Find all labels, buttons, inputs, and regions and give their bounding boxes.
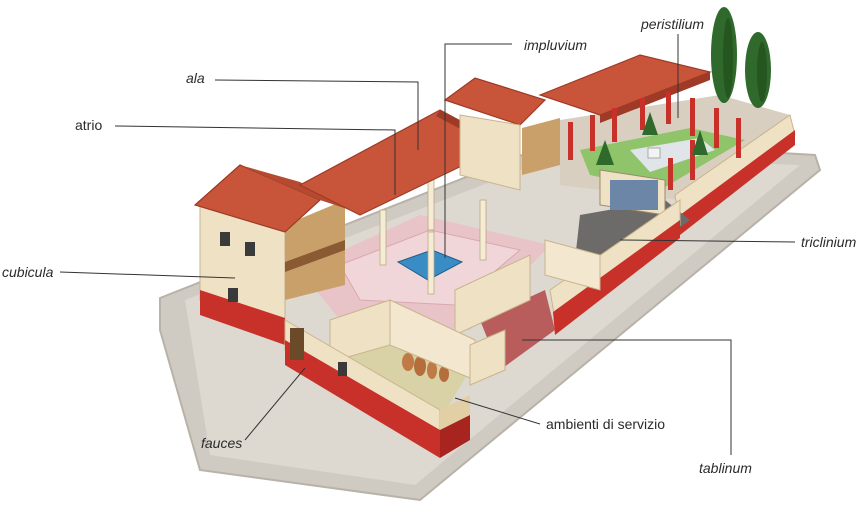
portico-col-1 <box>568 122 573 160</box>
portico-col-7 <box>714 108 719 148</box>
entrance-door <box>290 328 304 360</box>
portico-col-8 <box>736 118 741 158</box>
portico-col-10 <box>668 158 673 190</box>
column-1 <box>380 210 386 265</box>
amphora-1 <box>402 353 414 371</box>
portico-col-9 <box>690 140 695 180</box>
window-2 <box>245 242 255 256</box>
label-fauces: fauces <box>201 436 242 450</box>
column-2 <box>428 232 434 294</box>
column-3 <box>480 200 486 260</box>
portico-col-6 <box>690 98 695 136</box>
label-impluvium: impluvium <box>524 38 587 52</box>
label-triclinium: triclinium <box>801 235 856 249</box>
portico-col-2 <box>590 115 595 151</box>
small-window <box>338 362 347 376</box>
portico-col-4 <box>640 98 645 130</box>
label-ambienti-di-servizio: ambienti di servizio <box>546 417 665 431</box>
portico-col-3 <box>612 108 617 142</box>
label-peristilium: peristilium <box>641 17 704 31</box>
window-3 <box>228 288 238 302</box>
cypress-2-shade <box>757 42 767 102</box>
label-ala: ala <box>186 71 205 85</box>
label-tablinum: tablinum <box>699 461 752 475</box>
back-balcony <box>522 118 560 175</box>
label-atrio: atrio <box>75 118 102 132</box>
cypress-1-shade <box>723 18 733 98</box>
window-1 <box>220 232 230 246</box>
column-4 <box>428 180 434 230</box>
label-cubicula: cubicula <box>2 265 53 279</box>
fountain <box>648 148 660 158</box>
triclinium-painting <box>610 180 658 210</box>
portico-col-5 <box>666 92 671 124</box>
